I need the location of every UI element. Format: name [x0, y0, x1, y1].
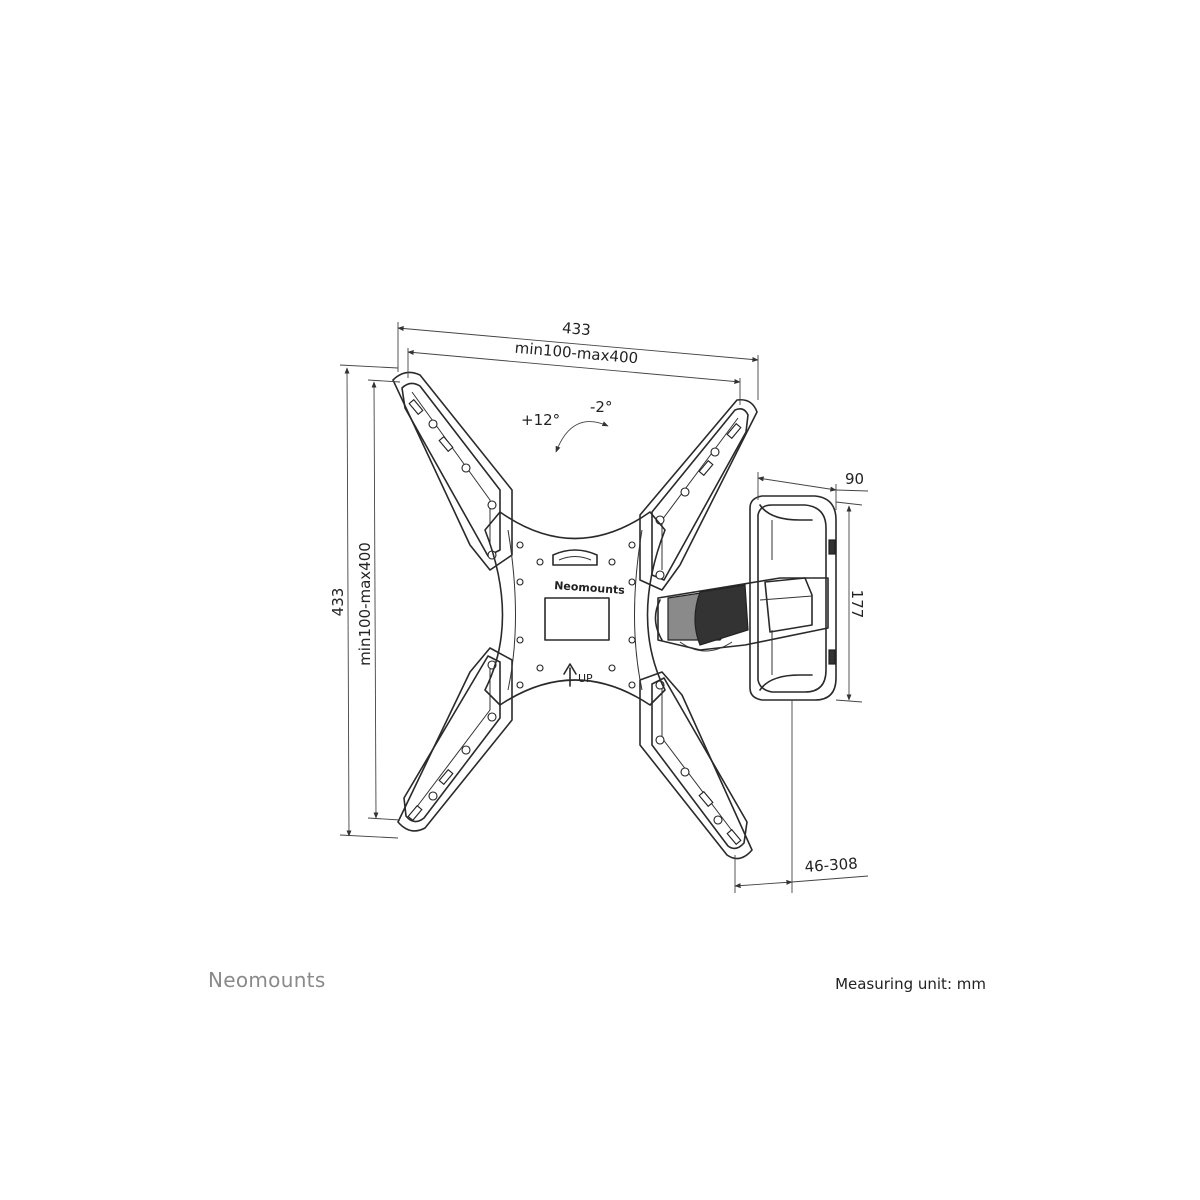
label-recess — [544, 597, 610, 641]
swing-arm — [654, 577, 829, 652]
dimension-overall-height — [339, 364, 399, 839]
dimension-wall-distance — [734, 700, 869, 893]
dimension-vesa-height-label: min100-max400 — [356, 542, 374, 666]
tilt-down-label: -2° — [590, 398, 612, 416]
dimension-wall-plate-height — [835, 501, 863, 703]
tilt-arc-arrow — [555, 421, 609, 453]
dimension-wall-plate-height-label: 177 — [848, 590, 866, 619]
measuring-unit-note: Measuring unit: mm — [835, 975, 986, 993]
bracket-arm-top-left — [392, 371, 513, 571]
bracket-arm-bottom-right — [639, 671, 753, 860]
center-plate — [484, 511, 666, 706]
dimension-overall-width-label: 433 — [561, 319, 591, 339]
handle-slot — [552, 549, 598, 566]
bracket-arm-top-right — [639, 398, 758, 591]
footer-brand-logo: Neomounts — [208, 968, 326, 992]
bracket-arm-bottom-left — [397, 647, 513, 832]
dimension-vesa-width — [407, 348, 741, 405]
tilt-up-label: +12° — [521, 411, 560, 429]
dimension-wall-plate-depth — [757, 472, 869, 510]
plate-brand-label: Neomounts — [554, 579, 626, 597]
up-arrow-icon — [563, 663, 577, 687]
dimension-overall-height-label: 433 — [329, 588, 347, 617]
dimension-wall-distance-label: 46-308 — [804, 854, 858, 876]
dimension-vesa-height — [367, 379, 401, 821]
wall-plate — [749, 495, 837, 701]
dimension-wall-plate-depth-label: 90 — [845, 470, 864, 488]
up-label: UP — [578, 672, 593, 685]
